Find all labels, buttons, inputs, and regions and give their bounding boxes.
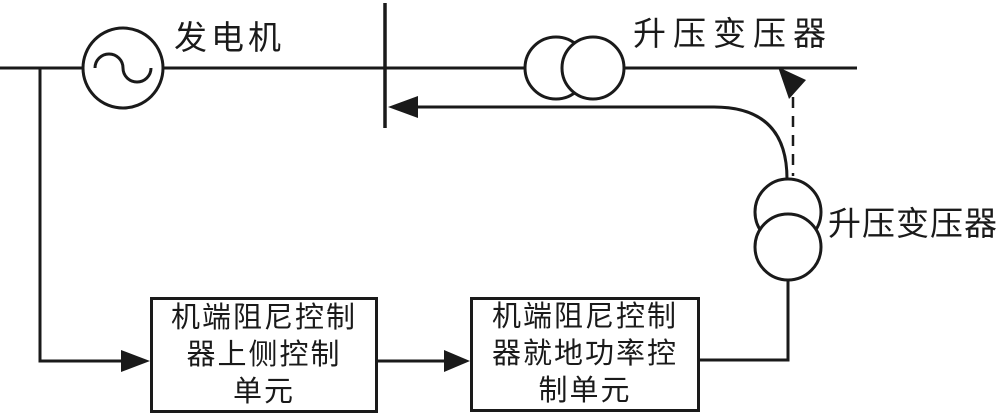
measurement-tap-line bbox=[38, 68, 122, 363]
generator-label: 发电机 bbox=[174, 21, 285, 57]
right-transformer-label: 升压变压器 bbox=[828, 207, 998, 243]
arrowheads bbox=[121, 67, 806, 372]
control-to-transformer-line bbox=[700, 278, 790, 362]
box-text-line: 单元 bbox=[232, 375, 295, 408]
box-text-line: 器上侧控制 bbox=[186, 338, 342, 371]
arrowhead-into-local-box-icon bbox=[444, 350, 470, 372]
local-power-control-unit-box: 机端阻尼控制 器就地功率控 制单元 bbox=[470, 297, 700, 412]
top-transformer-label: 升压变压器 bbox=[633, 17, 833, 53]
arrowhead-left-icon bbox=[388, 96, 418, 118]
top-transformer-right-winding-icon bbox=[560, 35, 626, 101]
arrowhead-up-dashed-icon bbox=[778, 67, 806, 99]
box-text-line: 器就地功率控 bbox=[491, 338, 678, 370]
right-transformer-bottom-winding-icon bbox=[753, 212, 823, 282]
device-symbols bbox=[81, 26, 823, 282]
box-text-line: 机端阻尼控制 bbox=[491, 301, 678, 333]
sine-wave-icon bbox=[93, 52, 153, 84]
upper-side-control-unit-box: 机端阻尼控制 器上侧控制 单元 bbox=[150, 297, 378, 413]
box-text-line: 机端阻尼控制 bbox=[170, 301, 357, 334]
arrowhead-into-upper-box-icon bbox=[121, 350, 150, 372]
feedback-line bbox=[418, 105, 789, 180]
box-text-line: 制单元 bbox=[538, 375, 632, 407]
